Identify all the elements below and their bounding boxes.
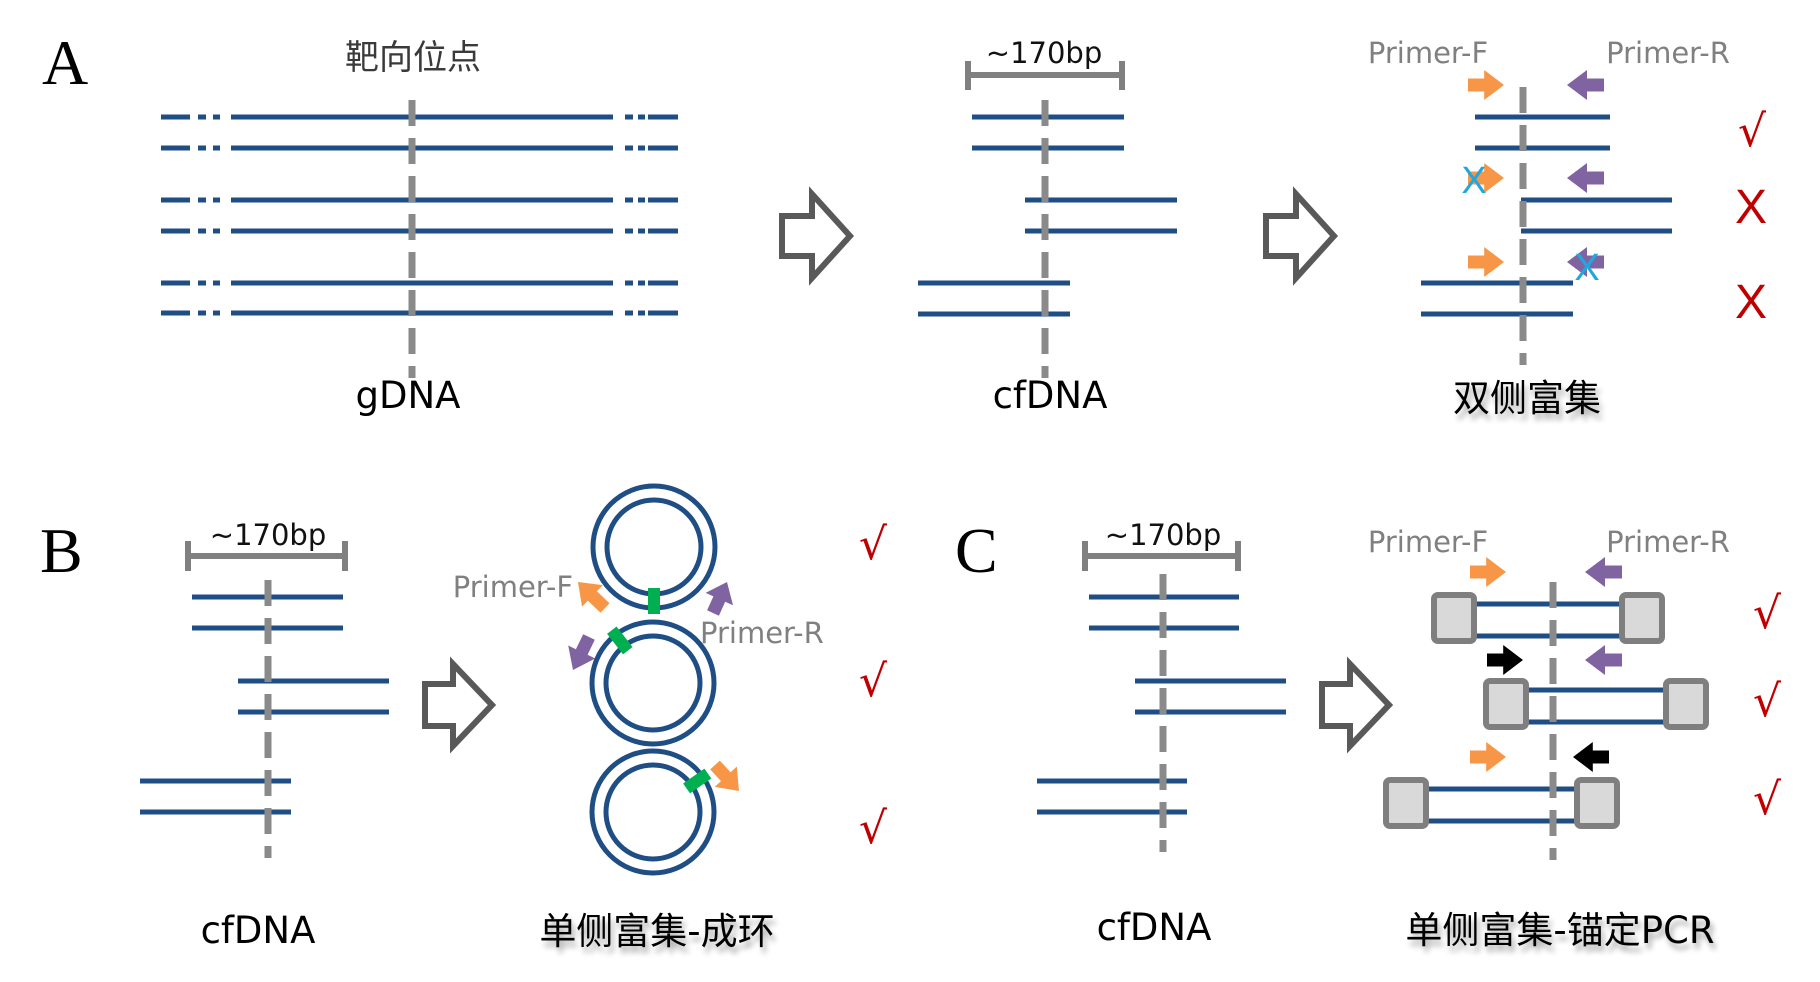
result-mark: √ <box>859 656 888 707</box>
primer-r-label: Primer-R <box>700 616 824 650</box>
primer-f-label: Primer-F <box>1368 525 1488 559</box>
panel-a-letter: A <box>42 27 88 98</box>
result-mark: X <box>1735 276 1767 329</box>
circular-dna <box>589 483 718 876</box>
target-site-title: 靶向位点 <box>345 38 481 78</box>
outer-strand-circle <box>589 748 717 876</box>
panel-b: B ~170bp cfDNA Primer-F Primer-R √ √ √ 单… <box>40 483 888 953</box>
cfdna-group-a: ~170bp cfDNA <box>918 36 1177 417</box>
primer-f-arrow-icon <box>578 582 610 613</box>
method-label: 单侧富集-锚定PCR <box>1405 909 1714 952</box>
primer-r-label: Primer-R <box>1606 525 1730 559</box>
primer-r-arrow-icon <box>568 634 596 670</box>
fragment-size-label: ~170bp <box>1105 518 1221 552</box>
two-sided-enrichment-group: Primer-F Primer-R √ X X 双侧富集 XX <box>1368 36 1767 420</box>
inner-strand-circle <box>604 497 704 597</box>
ligation-junction <box>648 588 660 614</box>
outer-strand-circle <box>589 619 717 747</box>
primer-f-arrow-icon <box>1468 247 1504 277</box>
primer-r-arrow-icon <box>1567 163 1604 193</box>
primer-f-arrow-icon <box>1468 70 1504 100</box>
cfdna-group-b: ~170bp cfDNA <box>140 518 389 952</box>
primer-r-arrow-icon <box>1567 70 1604 100</box>
gdna-label: gDNA <box>356 374 461 417</box>
primer-f-arrow-icon <box>1470 557 1506 587</box>
primer-fail-icon: X <box>1574 247 1599 289</box>
gdna-group: 靶向位点 gDNA <box>161 38 678 417</box>
primer-fail-icon: X <box>1461 160 1486 202</box>
primer-arrows <box>1468 70 1604 277</box>
cfdna-group-c: ~170bp cfDNA <box>1037 518 1286 949</box>
adapter-block <box>1619 592 1665 644</box>
inner-strand-circle <box>603 762 703 862</box>
cfdna-label: cfDNA <box>1097 906 1212 949</box>
primer-r-label: Primer-R <box>1606 36 1730 70</box>
size-bracket <box>965 61 1125 90</box>
fragment-size-label: ~170bp <box>986 36 1102 70</box>
result-mark: √ <box>859 519 888 570</box>
primer-arrows <box>568 582 739 791</box>
size-bracket <box>185 541 348 571</box>
panel-c-letter: C <box>955 515 998 586</box>
method-label: 单侧富集-成环 <box>539 910 774 953</box>
fragment-size-label: ~170bp <box>210 518 326 552</box>
primer-r-arrow-icon <box>1567 247 1604 277</box>
ligation-junction <box>607 626 633 655</box>
cfdna-strands <box>1421 114 1672 317</box>
gdna-strands <box>161 114 678 316</box>
method-label: 双侧富集 <box>1453 377 1601 420</box>
result-mark: √ <box>859 803 888 854</box>
primer-f-label: Primer-F <box>1368 36 1488 70</box>
circularization-group: Primer-F Primer-R √ √ √ 单侧富集-成环 <box>453 483 888 953</box>
primer-f-arrow-icon <box>710 760 739 791</box>
primer-arrows <box>1470 557 1622 772</box>
result-mark: X <box>1735 181 1767 234</box>
adapter-block <box>1431 592 1477 644</box>
process-arrow-icon <box>422 656 497 754</box>
adapter-block <box>1574 777 1620 829</box>
size-bracket <box>1082 541 1241 571</box>
panel-b-letter: B <box>40 515 83 586</box>
primer-r-arrow-icon <box>1585 557 1622 587</box>
primer-f-label: Primer-F <box>453 570 573 604</box>
adapter-block <box>1383 777 1429 829</box>
primer-f-arrow-icon <box>1470 742 1506 772</box>
result-mark: √ <box>1753 774 1782 825</box>
adapter-ligated-fragments <box>1383 592 1709 829</box>
primer-r-arrow-icon <box>705 582 733 616</box>
cfdna-label: cfDNA <box>201 909 316 952</box>
cfdna-label: cfDNA <box>993 374 1108 417</box>
anchored-pcr-group: Primer-F Primer-R √ √ √ 单侧富集-锚定PCR <box>1368 525 1782 952</box>
ligation-junction <box>683 768 712 794</box>
result-mark: √ <box>1738 106 1767 157</box>
inner-strand-circle <box>603 633 703 733</box>
primer-f-arrow-icon <box>1468 163 1504 193</box>
panel-a: A 靶向位点 gDNA ~170bp cfDNA Primer-F Primer <box>42 27 1767 420</box>
adapter-primer-arrow-icon <box>1487 645 1523 675</box>
adapter-primer-arrow-icon <box>1573 742 1609 772</box>
panel-c: C ~170bp cfDNA Primer-F Primer-R √ √ √ 单… <box>955 515 1782 952</box>
adapter-block <box>1483 678 1529 730</box>
adapter-block <box>1663 678 1709 730</box>
process-arrow-icon <box>1319 656 1394 754</box>
process-arrow-icon <box>779 186 855 286</box>
result-mark: √ <box>1753 676 1782 727</box>
process-arrow-icon <box>1263 186 1339 286</box>
result-mark: √ <box>1753 588 1782 639</box>
primer-r-arrow-icon <box>1585 645 1622 675</box>
